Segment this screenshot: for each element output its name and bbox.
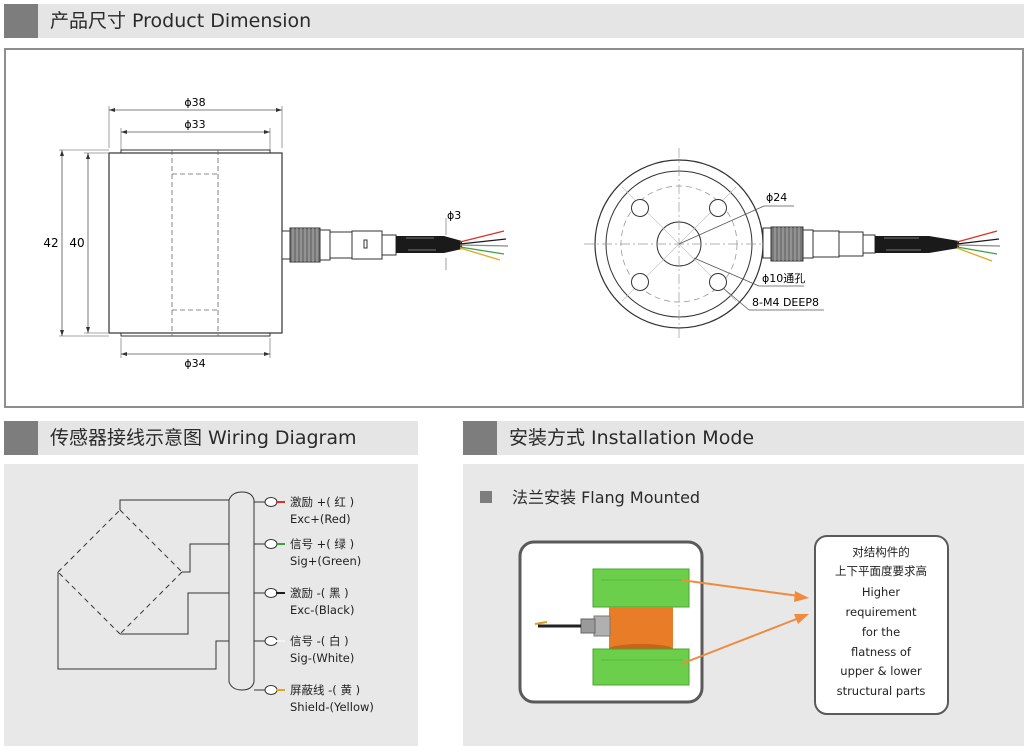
section-header-wiring: 传感器接线示意图 Wiring Diagram xyxy=(4,421,418,455)
header-marker-icon xyxy=(463,421,497,455)
section-header-installation: 安装方式 Installation Mode xyxy=(463,421,1024,455)
dimension-panel: ϕ38 ϕ33 42 40 ϕ xyxy=(4,48,1024,408)
top-view: ϕ24 ϕ10通孔 8-M4 DEEP8 xyxy=(584,148,1001,340)
section-title-wiring: 传感器接线示意图 Wiring Diagram xyxy=(50,427,357,449)
dim-cable-diameter: ϕ3 xyxy=(447,209,461,222)
sensor-body xyxy=(609,607,673,649)
section-title-installation: 安装方式 Installation Mode xyxy=(509,427,755,449)
wire-end-white xyxy=(264,636,285,646)
wire-label-en: Shield-(Yellow) xyxy=(290,700,374,714)
dimension-drawing: ϕ38 ϕ33 42 40 ϕ xyxy=(43,96,1001,370)
dim-bottom-diameter: ϕ34 xyxy=(184,357,205,370)
arrow-icon xyxy=(680,579,809,665)
section-title-dimension: 产品尺寸 Product Dimension xyxy=(50,10,312,32)
note-line: structural parts xyxy=(837,684,926,698)
installation-panel: 法兰安装 Flang Mounted 对结构件的 上下平面度要求高 Higher xyxy=(463,464,1024,746)
wire-label-cn: 激励 -( 黑 ) xyxy=(290,586,349,600)
dim-center-diameter: ϕ24 xyxy=(766,191,787,204)
wire-end-red xyxy=(264,497,285,507)
dim-total-height: 42 xyxy=(43,236,58,250)
header-marker-icon xyxy=(4,4,38,38)
wire-end-black xyxy=(264,588,285,598)
note-line: upper & lower xyxy=(840,664,922,678)
note-line: 上下平面度要求高 xyxy=(835,564,927,578)
note-line: Higher xyxy=(862,585,901,599)
section-header-dimension: 产品尺寸 Product Dimension xyxy=(4,4,1024,38)
dim-through-hole: ϕ10通孔 xyxy=(762,272,805,285)
wire-label-en: Exc-(Black) xyxy=(290,603,354,617)
bullet-square-icon xyxy=(480,491,492,503)
wiring-diagram: 激励 +( 红 ) Exc+(Red) 信号 +( 绿 ) Sig+(Green… xyxy=(57,491,374,714)
dim-body-height: 40 xyxy=(69,236,84,250)
wire-label-cn: 信号 -( 白 ) xyxy=(290,634,349,648)
wire-label-cn: 屏蔽线 -( 黄 ) xyxy=(290,683,360,697)
upper-block xyxy=(592,568,690,608)
wire-end-green xyxy=(264,539,285,549)
wire-label-en: Exc+(Red) xyxy=(290,512,351,526)
installation-drawing: 法兰安装 Flang Mounted 对结构件的 上下平面度要求高 Higher xyxy=(480,488,949,715)
dim-outer-diameter: ϕ38 xyxy=(184,96,205,109)
note-line: 对结构件的 xyxy=(852,545,910,559)
dim-thread: 8-M4 DEEP8 xyxy=(752,296,819,309)
mount-mode-label: 法兰安装 Flang Mounted xyxy=(512,488,700,507)
note-line: flatness of xyxy=(851,645,912,659)
dim-top-diameter: ϕ33 xyxy=(184,118,205,131)
wire-label-cn: 信号 +( 绿 ) xyxy=(290,537,354,551)
wire-end-yellow xyxy=(264,685,285,695)
header-marker-icon xyxy=(4,421,38,455)
note-box xyxy=(814,535,949,715)
lower-block xyxy=(592,648,690,686)
wiring-panel: 激励 +( 红 ) Exc+(Red) 信号 +( 绿 ) Sig+(Green… xyxy=(4,464,418,746)
note-line: for the xyxy=(862,625,900,639)
wire-label-en: Sig+(Green) xyxy=(290,554,361,568)
wire-label-en: Sig-(White) xyxy=(290,651,354,665)
side-view: ϕ38 ϕ33 42 40 ϕ xyxy=(43,96,509,370)
note-line: requirement xyxy=(846,605,917,619)
wire-label-cn: 激励 +( 红 ) xyxy=(290,495,354,509)
